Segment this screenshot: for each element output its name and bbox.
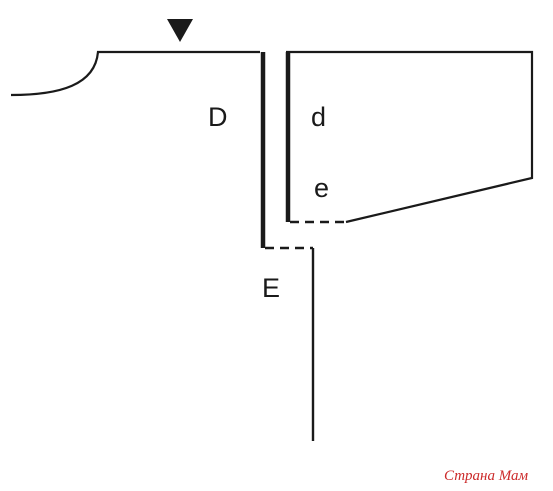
label-E: E: [262, 273, 280, 303]
down-triangle-icon: [167, 19, 193, 42]
right-panel-outline: [286, 50, 534, 224]
label-e: e: [314, 173, 329, 203]
label-d: d: [311, 102, 326, 132]
left-piece-outline: [10, 50, 260, 97]
label-D: D: [208, 102, 228, 132]
watermark-text: Страна Мам: [444, 468, 529, 484]
